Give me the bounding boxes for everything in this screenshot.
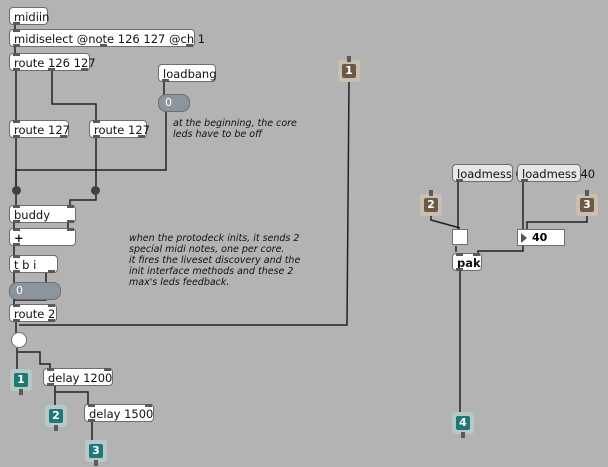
object-route-126-127[interactable]: route 126 127	[9, 53, 96, 71]
object-text: route 2	[14, 307, 56, 321]
junction-dot	[91, 186, 100, 195]
cord	[51, 70, 97, 120]
outlet-1[interactable]: 1	[10, 369, 32, 395]
outlet-4[interactable]: 4	[452, 412, 474, 438]
object-buddy[interactable]: buddy	[9, 205, 76, 223]
inlet-1[interactable]: 1	[338, 56, 360, 82]
cord	[55, 391, 89, 405]
inlet-number: 2	[424, 198, 438, 212]
number-value: 40	[532, 231, 548, 244]
object-route-127-b[interactable]: route 127	[89, 120, 150, 138]
outlet-number: 3	[89, 444, 103, 458]
object-text: loadbang	[163, 67, 217, 81]
outlet-number: 1	[14, 373, 28, 387]
comment-line: init interface methods and these 2	[129, 266, 294, 277]
junction-dot	[12, 186, 21, 195]
comment-line: it fires the liveset discovery and the	[129, 255, 301, 266]
slider-value: 0	[16, 284, 23, 297]
inlet-3[interactable]: 3	[576, 190, 598, 216]
comment-core-leds: at the beginning, the core leds have to …	[173, 118, 297, 140]
cord	[15, 112, 167, 186]
cord	[430, 214, 461, 229]
object-route-127-a[interactable]: route 127	[9, 120, 70, 138]
number-arrow-icon	[521, 233, 527, 243]
object-text: midiin	[14, 10, 50, 24]
object-loadbang[interactable]: loadbang	[158, 64, 217, 82]
comment-line: when the protodeck inits, it sends 2	[129, 233, 300, 244]
object-route-2[interactable]: route 2	[9, 304, 57, 322]
outlet-number: 4	[456, 416, 470, 430]
object-text: t b i	[14, 258, 37, 272]
comment-protodeck-init: when the protodeck inits, it sends 2 spe…	[129, 233, 300, 288]
bang-button[interactable]	[11, 332, 27, 348]
object-text: delay 1200	[48, 371, 113, 385]
object-delay-1500[interactable]: delay 1500	[84, 404, 154, 422]
object-plus[interactable]: +	[9, 228, 76, 246]
comment-line: special midi notes, one per core.	[129, 244, 285, 255]
outlet-number: 2	[49, 409, 63, 423]
object-text: midiselect @note 126 127 @ch 1	[14, 32, 206, 46]
cord	[526, 214, 588, 230]
object-text: pak	[457, 256, 481, 270]
cord	[69, 195, 97, 206]
message-text: loadmess 40	[522, 167, 596, 181]
object-trigger-tbi[interactable]: t b i	[9, 255, 58, 273]
object-text: route 127	[94, 123, 150, 137]
number-box[interactable]: 40	[517, 229, 565, 246]
slider-led-state[interactable]: 0	[158, 94, 190, 112]
object-text: delay 1500	[89, 407, 154, 421]
slider-value: 0	[165, 96, 172, 109]
cord	[18, 351, 51, 369]
cord	[477, 246, 524, 254]
object-text: buddy	[14, 208, 50, 222]
toggle-switch[interactable]	[452, 229, 468, 245]
object-midiin[interactable]: midiin	[9, 7, 50, 25]
message-loadmess-0[interactable]: loadmess 0	[452, 164, 523, 182]
slider-core-number[interactable]: 0	[9, 282, 61, 300]
object-pak[interactable]: pak	[452, 253, 482, 271]
message-text: loadmess 0	[457, 167, 523, 181]
cord	[19, 81, 350, 326]
message-loadmess-40[interactable]: loadmess 40	[517, 164, 595, 182]
object-text: route 127	[14, 123, 70, 137]
comment-line: max's leds feedback.	[129, 277, 230, 288]
comment-line: leds have to be off	[173, 129, 262, 140]
object-text: +	[14, 231, 24, 245]
inlet-number: 3	[580, 198, 594, 212]
object-text: route 126 127	[14, 56, 96, 70]
inlet-number: 1	[342, 64, 356, 78]
outlet-3[interactable]: 3	[85, 440, 107, 466]
comment-line: at the beginning, the core	[173, 118, 297, 129]
outlet-2[interactable]: 2	[45, 405, 67, 431]
inlet-2[interactable]: 2	[420, 190, 442, 216]
cord	[14, 271, 47, 301]
object-midiselect[interactable]: midiselect @note 126 127 @ch 1	[9, 29, 205, 47]
object-delay-1200[interactable]: delay 1200	[43, 368, 113, 386]
